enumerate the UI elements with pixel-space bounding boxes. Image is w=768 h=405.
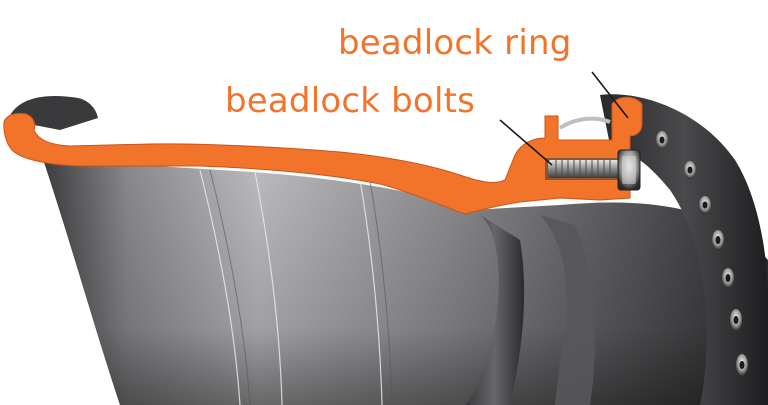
bolts-leader-line [499,119,553,166]
barrel-seams [199,169,383,405]
inner-spoke [465,215,525,405]
beadlock-ring-label: beadlock ring [338,23,572,63]
wheel-face [600,94,768,405]
face-bolts [656,131,748,376]
beadlock-bolts-label: beadlock bolts [225,81,476,121]
inner-spoke-2 [540,215,595,405]
retaining-wire [558,116,611,130]
beadlock-bolt [548,149,641,191]
rim-cross-section [3,96,643,215]
ring-leader-line [591,71,629,119]
